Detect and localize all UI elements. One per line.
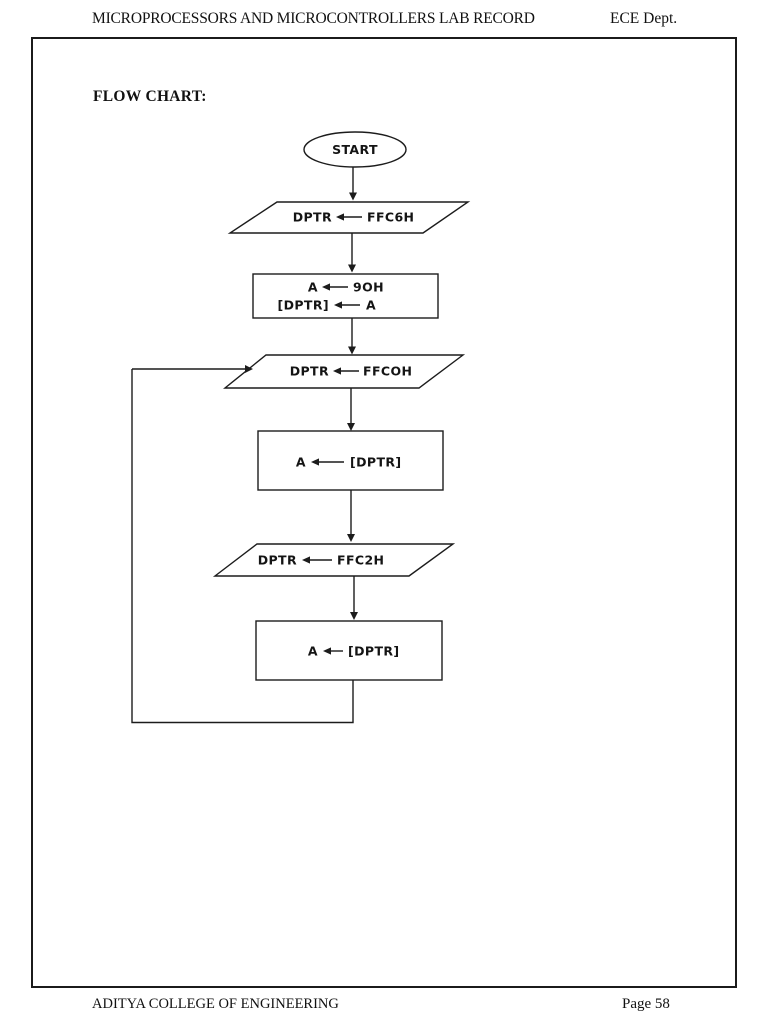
process-step2-line1-rhs: 9OH	[353, 280, 384, 295]
process-step2-line2-lhs: [DPTR]	[277, 298, 329, 313]
process-step4-lhs: A	[296, 455, 306, 470]
arrowhead-down-icon	[347, 534, 355, 542]
department-label: ECE Dept.	[610, 10, 678, 27]
process-step6-rhs: [DPTR]	[348, 644, 400, 659]
process-step2-shape	[252, 273, 439, 319]
io-step3-lhs: DPTR	[290, 364, 329, 379]
assign-arrow-icon	[311, 458, 319, 466]
io-step5-rhs: FFC2H	[337, 553, 384, 568]
process-step6-shape	[255, 620, 443, 681]
io-step3-rhs: FFCOH	[363, 364, 412, 379]
assign-arrow-icon	[322, 283, 330, 291]
arrowhead-right-icon	[245, 365, 253, 373]
io-step5-lhs: DPTR	[258, 553, 297, 568]
assign-arrow-icon	[333, 367, 341, 375]
arrowhead-down-icon	[348, 346, 356, 355]
assign-arrow-icon	[323, 647, 331, 655]
loop-back-connector	[131, 369, 354, 724]
assign-arrow-icon	[302, 556, 310, 564]
process-step4-shape	[257, 430, 444, 491]
assign-arrow-icon	[336, 213, 344, 221]
footer-college-name: ADITYA COLLEGE OF ENGINEERING	[92, 996, 339, 1012]
arrowhead-down-icon	[350, 612, 358, 620]
arrowhead-down-icon	[347, 423, 355, 431]
process-step4-rhs: [DPTR]	[350, 455, 402, 470]
io-step5-shape	[212, 543, 456, 577]
page-border-frame	[31, 37, 737, 988]
arrowhead-down-icon	[349, 192, 357, 201]
process-step6-lhs: A	[308, 644, 318, 659]
io-step1-rhs: FFC6H	[367, 210, 414, 225]
flowchart-section-title: FLOW CHART:	[93, 88, 207, 105]
arrowhead-down-icon	[348, 264, 356, 273]
process-step2-line1-lhs: A	[308, 280, 318, 295]
start-terminal-shape	[303, 131, 407, 168]
process-step2-line2-rhs: A	[366, 298, 376, 313]
io-step1-lhs: DPTR	[293, 210, 332, 225]
footer-page-number: Page 58	[622, 996, 670, 1012]
start-terminal-label: START	[332, 142, 378, 157]
document-header-title: MICROPROCESSORS AND MICROCONTROLLERS LAB…	[92, 10, 535, 27]
assign-arrow-icon	[334, 301, 342, 309]
